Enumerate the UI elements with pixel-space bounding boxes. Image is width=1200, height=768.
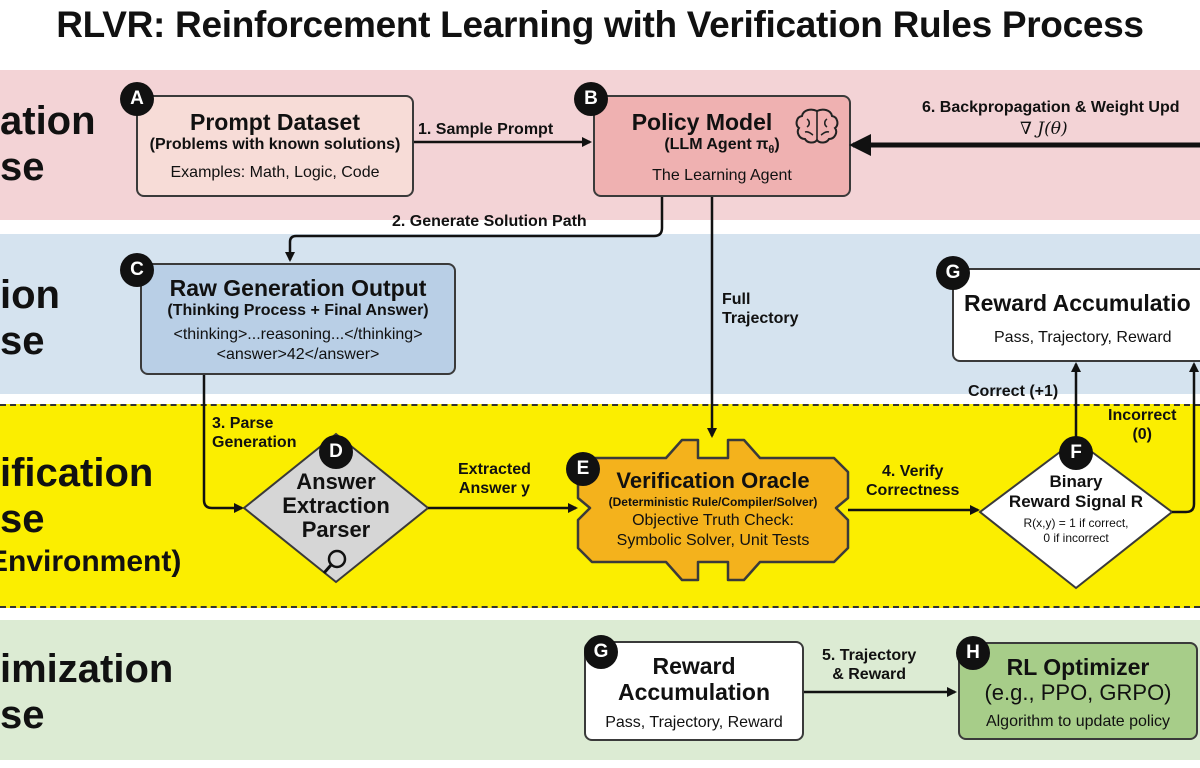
raw-generation-box: Raw Generation Output (Thinking Process …	[140, 263, 456, 375]
brain-icon	[795, 108, 839, 144]
badge-f: F	[1059, 436, 1093, 470]
verification-oracle-line2: Symbolic Solver, Unit Tests	[616, 532, 810, 549]
prompt-dataset-subtitle: (Problems with known solutions)	[149, 136, 401, 153]
binary-reward-formula1: R(x,y) = 1 if correct,	[1023, 516, 1129, 530]
prompt-dataset-text: Examples: Math, Logic, Code	[170, 164, 380, 181]
badge-g-top: G	[936, 256, 970, 290]
policy-model-subtitle: (LLM Agent πθ)	[664, 136, 780, 157]
badge-b: B	[574, 82, 608, 116]
badge-g-bottom: G	[584, 635, 618, 669]
prompt-dataset-box: Prompt Dataset (Problems with known solu…	[136, 95, 414, 197]
label-sample-prompt: 1. Sample Prompt	[418, 121, 554, 138]
binary-reward-text: Binary Reward Signal R R(x,y) = 1 if cor…	[990, 472, 1162, 546]
badge-h: H	[956, 636, 990, 670]
answer-extraction-text: Answer Extraction Parser	[260, 470, 412, 542]
reward-accumulation-top-title: Reward Accumulatio	[964, 290, 1191, 316]
reward-accumulation-bottom-box: Reward Accumulation Pass, Trajectory, Re…	[584, 641, 804, 741]
rl-optimizer-subtitle: (e.g., PPO, GRPO)	[984, 680, 1172, 705]
binary-reward-formula2: 0 if incorrect	[1043, 531, 1109, 545]
verification-oracle-title: Verification Oracle	[616, 468, 810, 493]
diagram-title: RLVR: Reinforcement Learning with Verifi…	[56, 4, 1144, 45]
magnifier-icon	[322, 549, 347, 574]
raw-generation-subtitle: (Thinking Process + Final Answer)	[167, 302, 429, 319]
rl-optimizer-title: RL Optimizer	[1006, 654, 1150, 680]
label-extracted-answer: Extracted Answer y	[458, 461, 531, 497]
label-verify-correctness: 4. Verify Correctness	[866, 463, 960, 499]
raw-generation-line2: <answer>42</answer>	[216, 346, 380, 363]
answer-extraction-line1: Answer	[296, 469, 376, 494]
binary-reward-line2: Reward Signal R	[1008, 492, 1144, 511]
raw-generation-title: Raw Generation Output	[169, 275, 427, 301]
badge-e: E	[566, 452, 600, 486]
phase-label-2: ion se	[0, 273, 60, 363]
badge-a: A	[120, 82, 154, 116]
verification-oracle-line1: Objective Truth Check:	[632, 512, 794, 529]
answer-extraction-line2: Extraction	[282, 493, 390, 518]
verification-oracle-gear	[576, 438, 850, 582]
verification-oracle-text: Verification Oracle (Deterministic Rule/…	[580, 468, 846, 551]
phase-label-4: imization se	[0, 647, 174, 737]
prompt-dataset-title: Prompt Dataset	[190, 109, 360, 135]
phase-label-3: ification se Environment)	[0, 451, 182, 578]
raw-generation-line1: <thinking>...reasoning...</thinking>	[173, 326, 423, 343]
label-correct: Correct (+1)	[968, 383, 1059, 400]
policy-model-box: Policy Model (LLM Agent πθ) The Learning…	[593, 95, 851, 197]
reward-accumulation-bottom-line2: Accumulation	[617, 679, 771, 705]
answer-extraction-line3: Parser	[301, 517, 371, 542]
rl-optimizer-box: RL Optimizer (e.g., PPO, GRPO) Algorithm…	[958, 642, 1198, 740]
phase-label-1: ation se	[0, 99, 96, 189]
reward-accumulation-top-box: Reward Accumulatio Pass, Trajectory, Rew…	[952, 268, 1200, 362]
reward-accumulation-bottom-text: Pass, Trajectory, Reward	[605, 714, 783, 731]
label-trajectory-reward: 5. Trajectory & Reward	[822, 647, 917, 683]
verification-oracle-subtitle: (Deterministic Rule/Compiler/Solver)	[608, 495, 818, 509]
binary-reward-line1: Binary	[1049, 472, 1103, 491]
reward-accumulation-top-text: Pass, Trajectory, Reward	[994, 329, 1172, 346]
label-incorrect: Incorrect (0)	[1108, 407, 1177, 443]
binary-reward-diamond	[978, 438, 1174, 590]
rl-optimizer-text: Algorithm to update policy	[985, 713, 1171, 730]
label-full-trajectory: Full Trajectory	[722, 291, 799, 327]
badge-c: C	[120, 253, 154, 287]
reward-accumulation-bottom-line1: Reward	[652, 653, 736, 679]
policy-model-text: The Learning Agent	[652, 167, 792, 185]
label-gradient-formula: ∇ J(θ)	[1020, 119, 1068, 139]
badge-d: D	[319, 435, 353, 469]
policy-model-title: Policy Model	[631, 109, 773, 135]
answer-extraction-diamond	[242, 432, 430, 584]
label-backpropagation: 6. Backpropagation & Weight Upd	[922, 99, 1180, 116]
